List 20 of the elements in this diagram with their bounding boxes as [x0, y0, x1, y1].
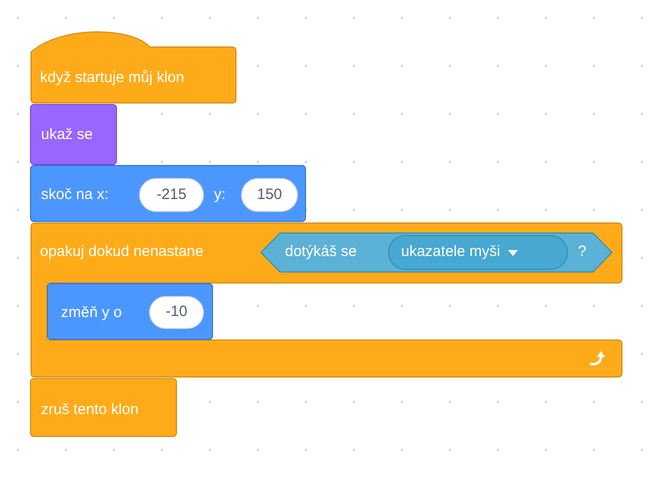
looks-block — [30, 104, 117, 165]
block-label: dotýkáš se — [285, 243, 357, 261]
block-label: změň y o — [61, 304, 122, 322]
condition-block — [260, 232, 613, 273]
block-label: ukaž se — [41, 126, 93, 144]
dropdown-menu: ukazatele myši — [388, 235, 568, 270]
block-label: opakuj dokud nenastane — [40, 243, 204, 261]
block-label: zruš tento klon — [41, 401, 139, 419]
motion-block — [30, 165, 306, 222]
number-input: -10 — [149, 296, 204, 329]
loop-block — [30, 222, 623, 378]
hat-block — [30, 30, 237, 104]
motion-block — [47, 283, 213, 340]
block-label: y: — [214, 186, 226, 204]
control-block — [30, 378, 177, 437]
number-input: 150 — [241, 178, 298, 212]
block-label: ? — [578, 243, 586, 261]
number-input: -215 — [139, 178, 204, 212]
block-label: když startuje můj klon — [40, 69, 184, 87]
block-label: skoč na x: — [41, 186, 109, 204]
